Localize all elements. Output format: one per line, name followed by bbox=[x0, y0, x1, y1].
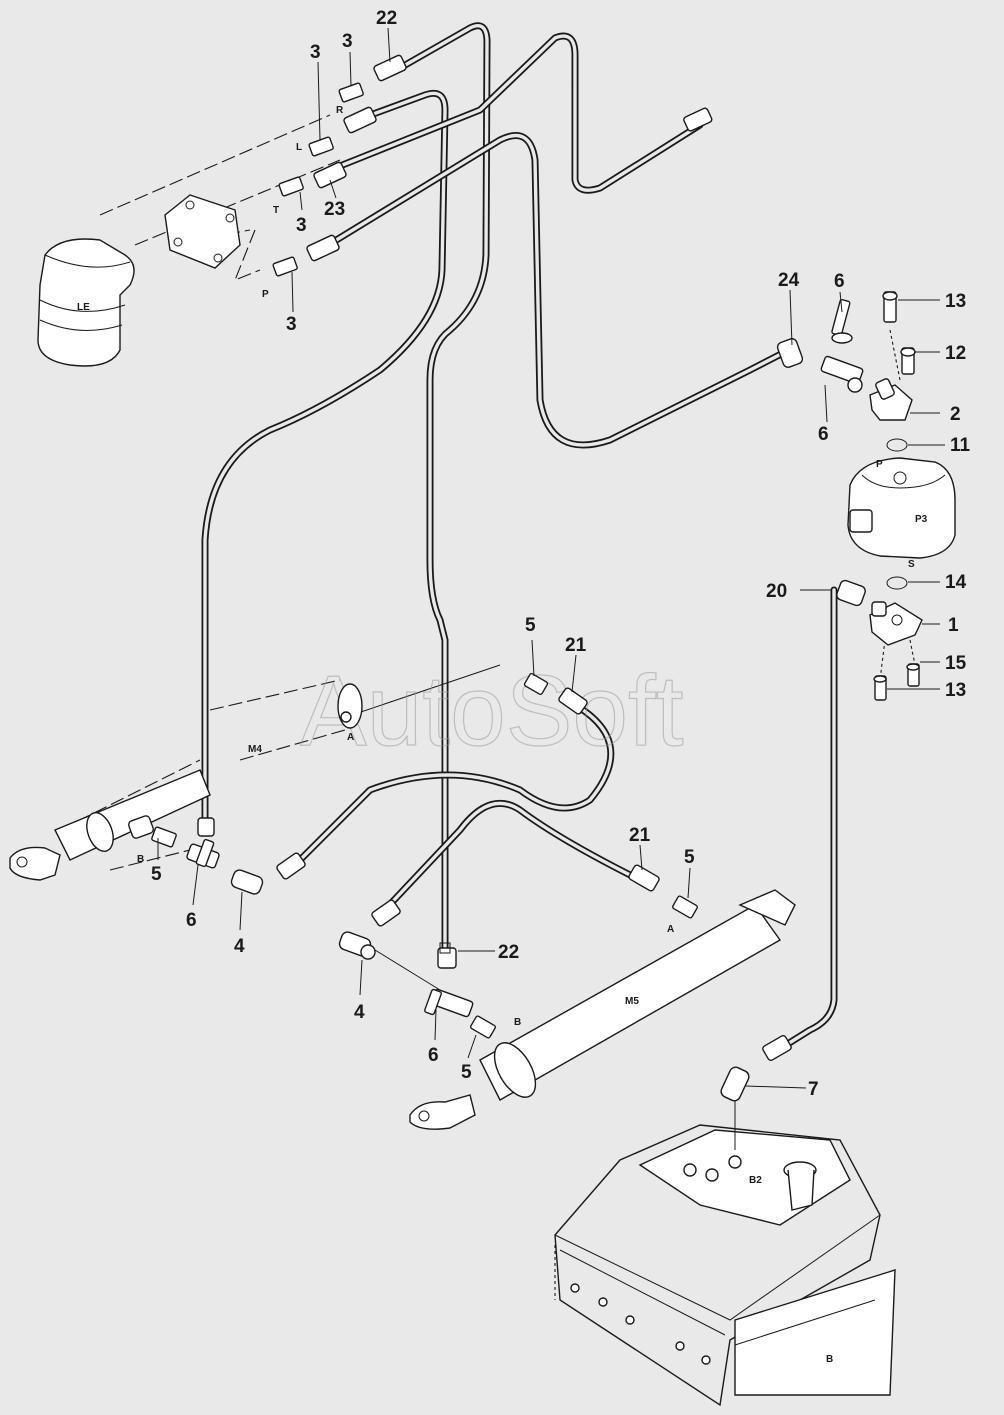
callout-4-bot: 4 bbox=[354, 1002, 365, 1023]
top-fittings bbox=[272, 54, 713, 277]
callout-12: 12 bbox=[945, 343, 966, 364]
callout-5-bot: 5 bbox=[461, 1062, 472, 1083]
callout-13-top: 13 bbox=[945, 291, 966, 312]
pump-port-p-label: P bbox=[876, 459, 883, 470]
callout-3-p: 3 bbox=[286, 314, 297, 335]
callout-22-top: 22 bbox=[376, 8, 397, 29]
m4-fittings bbox=[151, 672, 588, 895]
watermark-text: AutoSoft bbox=[300, 655, 684, 767]
callout-4-left: 4 bbox=[234, 936, 245, 957]
callout-numbers: 22 3 3 3 23 3 24 6 13 12 2 6 11 14 20 1 … bbox=[151, 8, 971, 1100]
m5-port-b-label: B bbox=[514, 1017, 521, 1028]
callout-20: 20 bbox=[766, 581, 787, 602]
callout-21-top: 21 bbox=[565, 635, 587, 656]
cylinder-m4-label: M4 bbox=[248, 744, 262, 755]
pump-p3-label: P3 bbox=[915, 514, 928, 525]
callout-6-bot: 6 bbox=[428, 1045, 439, 1066]
m5-fittings bbox=[338, 864, 698, 1039]
callout-6-top: 6 bbox=[834, 271, 845, 292]
callout-3-r: 3 bbox=[342, 31, 353, 52]
callout-5-right: 5 bbox=[684, 847, 695, 868]
callout-15: 15 bbox=[945, 653, 967, 674]
pump-port-s-label: S bbox=[908, 559, 915, 570]
callout-13-bot: 13 bbox=[945, 680, 966, 701]
callout-5-top: 5 bbox=[525, 615, 536, 636]
motor-le-label: LE bbox=[77, 302, 90, 313]
callout-6-mid: 6 bbox=[818, 424, 829, 445]
hydraulic-tank: B2 B bbox=[554, 1124, 896, 1407]
m5-port-a-label: A bbox=[667, 924, 674, 935]
flange-plate bbox=[164, 194, 241, 269]
callout-leaders bbox=[157, 27, 945, 1150]
tank-fittings bbox=[720, 1034, 792, 1102]
cylinder-m5: M5 bbox=[409, 889, 796, 1130]
pipes bbox=[201, 22, 838, 1059]
m4-port-a-label: A bbox=[347, 732, 354, 743]
m4-port-b-label: B bbox=[137, 854, 144, 865]
pump-p3: P3 bbox=[847, 457, 956, 559]
tank-b2-label: B2 bbox=[749, 1175, 762, 1186]
callout-11: 11 bbox=[950, 435, 971, 456]
pump-fittings bbox=[776, 291, 923, 701]
callout-14: 14 bbox=[945, 572, 967, 593]
callout-2: 2 bbox=[950, 404, 961, 425]
callout-3-l: 3 bbox=[310, 42, 321, 63]
m4-port-a-fitting bbox=[340, 711, 352, 723]
cylinder-m4: M4 bbox=[9, 744, 262, 881]
tank-b-label: B bbox=[826, 1354, 833, 1365]
callout-1: 1 bbox=[948, 615, 959, 636]
port-p-label: P bbox=[262, 289, 269, 300]
callout-24: 24 bbox=[778, 270, 800, 291]
callout-5-left: 5 bbox=[151, 864, 162, 885]
motor-le: LE bbox=[37, 238, 135, 367]
port-r-label: R bbox=[336, 105, 344, 116]
callout-21-mid: 21 bbox=[629, 825, 651, 846]
port-l-label: L bbox=[296, 142, 302, 153]
callout-6-left: 6 bbox=[186, 910, 197, 931]
callout-23: 23 bbox=[324, 199, 345, 220]
callout-7: 7 bbox=[808, 1079, 819, 1100]
m4-end-cap bbox=[337, 683, 363, 729]
callout-22-bot: 22 bbox=[498, 942, 519, 963]
port-t-label: T bbox=[273, 205, 279, 216]
callout-3-t: 3 bbox=[296, 215, 307, 236]
cylinder-m5-label: M5 bbox=[625, 996, 639, 1007]
